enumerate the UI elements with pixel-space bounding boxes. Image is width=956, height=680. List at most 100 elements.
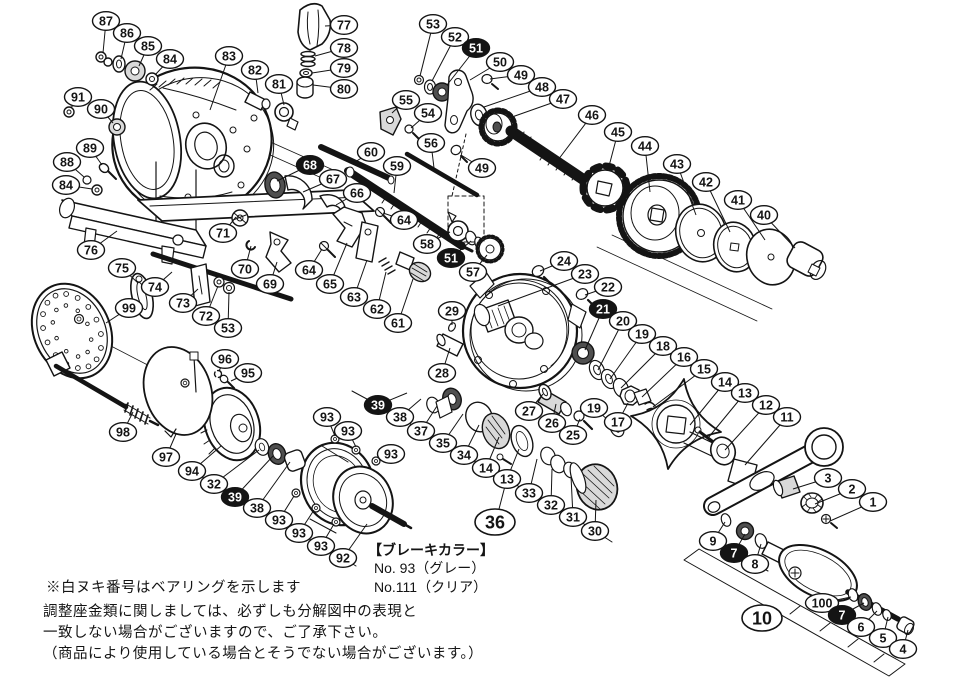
callout-number: 19 <box>635 328 649 342</box>
callout-bubble <box>339 287 369 308</box>
callout-bubble <box>416 132 446 153</box>
callout-number: 13 <box>738 387 752 401</box>
callout-number: 81 <box>272 78 286 92</box>
callout-number: 14 <box>718 376 732 390</box>
part-callout-76: 76 <box>76 239 106 260</box>
callout-number: 79 <box>337 62 351 76</box>
callout-number: 1 <box>870 496 877 510</box>
callout-number: 87 <box>99 15 113 29</box>
callout-number: 80 <box>337 83 351 97</box>
part-callout-95: 95 <box>233 363 263 384</box>
callout-number: 25 <box>566 429 580 443</box>
callout-bubble <box>846 617 876 638</box>
callout-bubble <box>527 76 557 97</box>
part-callout-93: 93 <box>376 444 406 465</box>
callout-number: 39 <box>228 491 242 505</box>
callout-number: 49 <box>475 162 489 176</box>
callout-number: 86 <box>120 27 134 41</box>
part-callout-25: 25 <box>558 425 588 446</box>
callout-bubble <box>133 36 163 57</box>
part-callout-67: 67 <box>318 168 348 189</box>
callout-bubble <box>233 363 263 384</box>
bearing-callout-bubble <box>461 38 491 59</box>
callout-number: 43 <box>670 158 684 172</box>
callout-bubble <box>837 479 867 500</box>
disc-hole <box>54 307 59 313</box>
callout-bubble <box>86 98 116 119</box>
callout-bubble <box>264 73 294 94</box>
callout-bubble <box>383 313 413 334</box>
callout-number: 58 <box>420 238 434 252</box>
callout-number: 60 <box>364 146 378 160</box>
callout-bubble <box>151 447 181 468</box>
part-callout-63: 63 <box>339 287 369 308</box>
callout-bubble <box>342 182 372 203</box>
callout-bubble <box>318 168 348 189</box>
callout-number: 93 <box>314 540 328 554</box>
callout-number: 85 <box>141 40 155 54</box>
part-callout-66: 66 <box>342 182 372 203</box>
callout-bubble <box>210 349 240 370</box>
callout-number: 62 <box>370 303 384 317</box>
callout-bubble <box>741 604 783 632</box>
disc-hole <box>54 335 59 341</box>
callout-bubble <box>888 639 918 660</box>
callout-number: 73 <box>176 297 190 311</box>
callout-bubble <box>630 135 660 156</box>
callout-bubble <box>140 277 170 298</box>
bearing-callout-bubble <box>363 395 393 416</box>
disclaimer-line3: （商品により使用している場合とそうでない場合がございます。） <box>43 646 484 662</box>
callout-bubble <box>669 347 699 368</box>
callout-bubble <box>76 239 106 260</box>
handle-nut-cap-parts <box>296 2 332 99</box>
callout-number: 32 <box>207 478 221 492</box>
part-callout-74: 74 <box>140 277 170 298</box>
callout-bubble <box>114 298 144 319</box>
callout-number: 99 <box>122 302 136 316</box>
callout-number: 100 <box>812 597 833 611</box>
part-callout-22: 22 <box>593 277 623 298</box>
callout-number: 72 <box>199 310 213 324</box>
part-callout-85: 85 <box>133 36 163 57</box>
callout-number: 21 <box>596 303 610 317</box>
callout-number: 24 <box>557 255 571 269</box>
callout-bubble <box>329 14 359 36</box>
callout-number: 74 <box>148 281 162 295</box>
callout-number: 94 <box>185 465 199 479</box>
disclaimer-line1: 調整座金類に関しましては、必ずしも分解図中の表現と <box>43 604 418 620</box>
brake-drum-assembly <box>199 386 306 472</box>
callout-bubble <box>474 508 516 536</box>
part-callout-56: 56 <box>416 132 446 153</box>
callout-bubble <box>579 398 609 419</box>
callout-number: 32 <box>544 499 558 513</box>
callout-bubble <box>536 495 566 516</box>
callout-number: 16 <box>677 351 691 365</box>
callout-number: 76 <box>84 244 98 258</box>
callout-number: 7 <box>839 609 846 623</box>
callout-number: 23 <box>578 268 592 282</box>
part-callout-19: 19 <box>579 398 609 419</box>
part-callout-84: 84 <box>51 174 81 195</box>
part-callout-27: 27 <box>514 401 544 422</box>
callout-bubble <box>537 413 567 434</box>
disc-hole <box>98 331 104 337</box>
part-callout-78: 78 <box>329 38 359 59</box>
part-callout-28: 28 <box>427 363 457 384</box>
part-callout-42: 42 <box>691 171 721 192</box>
part-callout-94: 94 <box>177 461 207 482</box>
callout-number: 19 <box>587 402 601 416</box>
callout-number: 84 <box>163 53 177 67</box>
level-wind-worm-assembly <box>318 133 505 264</box>
part-callout-46: 46 <box>577 104 607 125</box>
disclaimer-line2: 一致しない場合がございますので、ご了承下さい。 <box>43 625 388 641</box>
callout-bubble <box>264 510 294 531</box>
callout-bubble <box>63 86 93 107</box>
part-callout-5: 5 <box>868 628 898 649</box>
callout-number: 46 <box>585 109 599 123</box>
part-callout-32: 32 <box>536 495 566 516</box>
callout-number: 7 <box>731 547 738 561</box>
part-callout-48: 48 <box>527 76 557 97</box>
spool-flange-discs <box>30 282 235 438</box>
callout-number: 61 <box>391 317 405 331</box>
callout-bubble <box>449 445 479 466</box>
